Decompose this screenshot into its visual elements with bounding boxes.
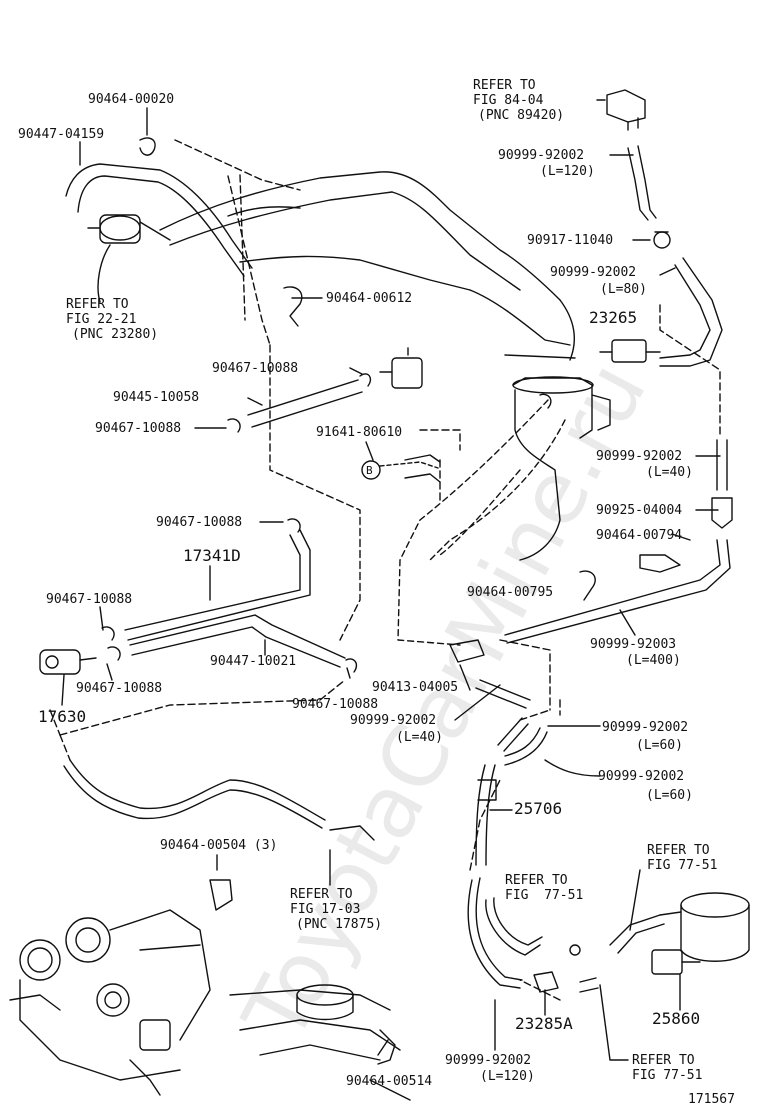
label-l40-right: (L=40) — [646, 465, 693, 480]
label-refer-84-04-line2: FIG 84-04 — [473, 93, 544, 108]
label-refer-77-51-b-line1: REFER TO — [505, 873, 568, 888]
label-l60-a: (L=60) — [636, 738, 683, 753]
vacuum-hoses — [63, 145, 731, 993]
label-90999-92002-l120-top: 90999-92002 — [498, 148, 585, 163]
label-refer-22-21-line1: REFER TO — [66, 297, 129, 312]
label-90413-04005: 90413-04005 — [372, 680, 459, 695]
label-23265: 23265 — [589, 308, 638, 327]
label-90467-10088-d: 90467-10088 — [46, 592, 133, 607]
label-90999-92002-l60-a: 90999-92002 — [602, 720, 689, 735]
label-l60-b: (L=60) — [646, 788, 693, 803]
label-90467-10088-b: 90467-10088 — [95, 421, 182, 436]
label-refer-17-03-line2: FIG 17-03 — [290, 902, 361, 917]
label-90445-10058: 90445-10058 — [113, 390, 200, 405]
label-refer-22-21-line3: (PNC 23280) — [72, 327, 159, 342]
label-91641-80610: 91641-80610 — [316, 425, 403, 440]
label-23285a: 23285A — [515, 1014, 573, 1033]
label-90999-92002-l60-b: 90999-92002 — [598, 769, 685, 784]
label-90467-10088-e: 90467-10088 — [76, 681, 163, 696]
engine-lower-left — [9, 909, 211, 1096]
figure-number: 171567 — [688, 1092, 735, 1107]
label-90464-00612: 90464-00612 — [326, 291, 413, 306]
label-90464-00514: 90464-00514 — [346, 1074, 433, 1089]
leader-lines — [61, 99, 721, 1061]
label-90999-92002-l40-center: 90999-92002 — [350, 713, 437, 728]
label-refer-77-51-c-line2: FIG 77-51 — [632, 1068, 703, 1083]
label-l80: (L=80) — [600, 282, 647, 297]
label-90467-10088-f: 90467-10088 — [292, 697, 379, 712]
components — [39, 89, 750, 993]
label-90467-10088-a: 90467-10088 — [212, 361, 299, 376]
label-l120-top: (L=120) — [540, 164, 595, 179]
label-l400: (L=400) — [626, 653, 681, 668]
label-90464-00795: 90464-00795 — [467, 585, 554, 600]
label-refer-77-51-a-line1: REFER TO — [647, 843, 710, 858]
circle-b-marker — [361, 460, 381, 480]
throttle-body — [512, 376, 611, 561]
label-17630: 17630 — [38, 707, 87, 726]
label-refer-77-51-b-line2: FIG 77-51 — [505, 888, 584, 903]
label-refer-77-51-c-line1: REFER TO — [632, 1053, 695, 1068]
label-90447-10021: 90447-10021 — [210, 654, 297, 669]
label-90467-10088-c: 90467-10088 — [156, 515, 243, 530]
label-90447-04159: 90447-04159 — [18, 127, 105, 142]
label-refer-22-21-line2: FIG 22-21 — [66, 312, 137, 327]
label-90917-11040: 90917-11040 — [527, 233, 614, 248]
label-90925-04004: 90925-04004 — [596, 503, 683, 518]
label-l40-center: (L=40) — [396, 730, 443, 745]
label-90464-00020: 90464-00020 — [88, 92, 175, 107]
label-90999-92002-l80: 90999-92002 — [550, 265, 637, 280]
label-refer-17-03-line3: (PNC 17875) — [296, 917, 383, 932]
engine-lower-center — [229, 984, 411, 1101]
callout-dashed-lines — [49, 139, 721, 1001]
label-90464-00504: 90464-00504 (3) — [160, 838, 278, 853]
label-refer-84-04-line3: (PNC 89420) — [478, 108, 565, 123]
label-90999-92002-l40-right: 90999-92002 — [596, 449, 683, 464]
label-refer-17-03-line1: REFER TO — [290, 887, 353, 902]
label-25860: 25860 — [652, 1009, 701, 1028]
label-25706: 25706 — [514, 799, 563, 818]
air-duct — [397, 399, 566, 646]
label-90464-00794: 90464-00794 — [596, 528, 683, 543]
label-l120-bottom: (L=120) — [480, 1069, 535, 1084]
label-circle-b: B — [366, 464, 373, 477]
label-17341d: 17341D — [183, 546, 241, 565]
label-refer-77-51-a-line2: FIG 77-51 — [647, 858, 718, 873]
label-90999-92002-l120-bottom: 90999-92002 — [445, 1053, 532, 1068]
label-refer-84-04-line1: REFER TO — [473, 78, 536, 93]
intake-manifold-outline — [159, 171, 576, 361]
label-90999-92003: 90999-92003 — [590, 637, 677, 652]
